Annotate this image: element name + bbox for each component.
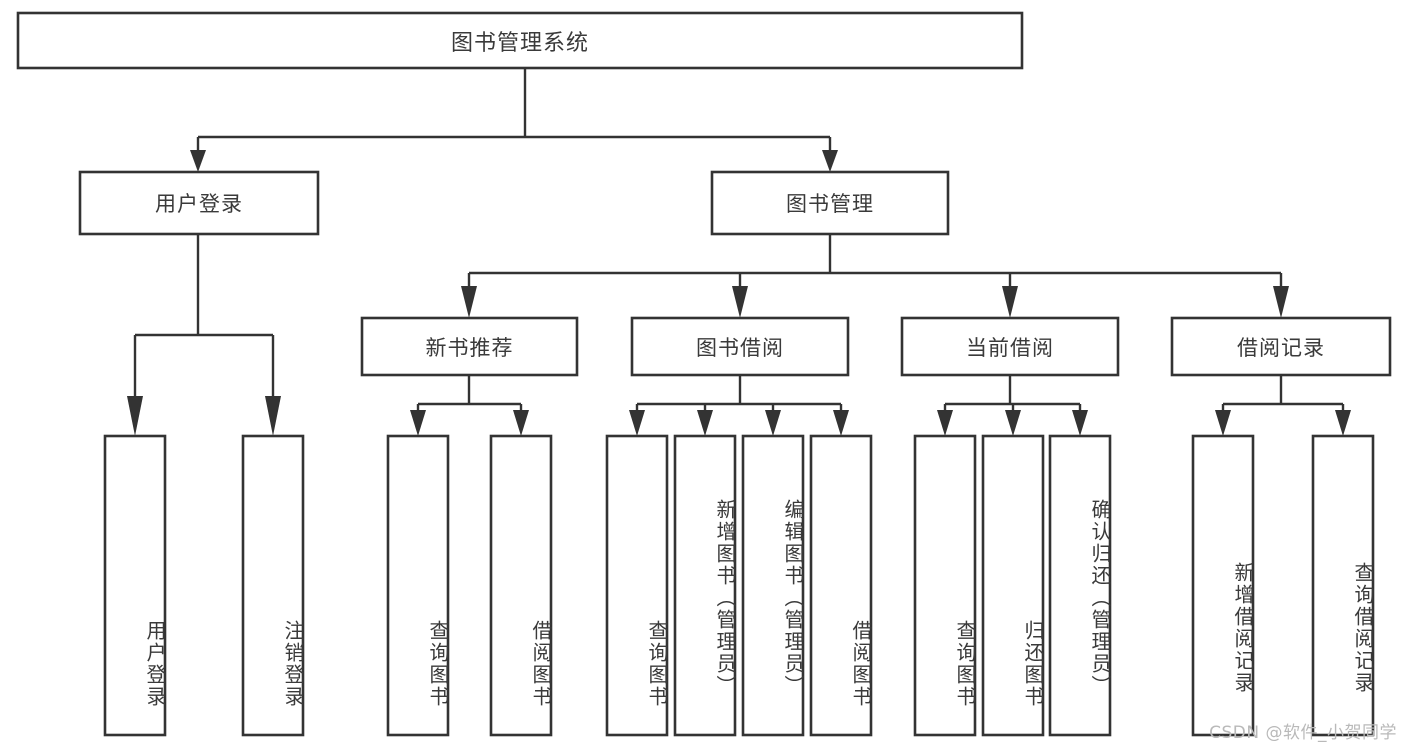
node-current-borrow-box[interactable]	[900, 316, 1120, 377]
arrow-to-leaf-logout-login	[265, 396, 281, 436]
connector-group-borrow-record	[1215, 375, 1351, 436]
node-borrow-record-box[interactable]	[1170, 316, 1392, 377]
leaf-borrow-book-2-box[interactable]	[809, 434, 873, 737]
node-user-login-box[interactable]	[78, 170, 320, 236]
node-book-manage-box[interactable]	[710, 170, 950, 236]
arrow-to-new-book-recommend	[461, 286, 477, 318]
arrow-to-leaf-return-book	[1005, 410, 1021, 436]
connector-group-user-login	[127, 234, 281, 436]
arrow-to-borrow-record	[1273, 286, 1289, 318]
arrow-to-leaf-confirm-return	[1072, 410, 1088, 436]
arrow-to-leaf-add-book	[697, 410, 713, 436]
leaf-add-record-box[interactable]	[1191, 434, 1255, 737]
arrow-to-leaf-query-book-3	[937, 410, 953, 436]
leaf-confirm-return-box[interactable]	[1048, 434, 1112, 737]
connector-group-book-borrow	[629, 375, 849, 436]
leaf-query-book-2-box[interactable]	[605, 434, 669, 737]
leaf-return-book-box[interactable]	[981, 434, 1045, 737]
arrow-to-current-borrow	[1002, 286, 1018, 318]
arrow-root-to-user-login	[190, 150, 206, 172]
arrow-to-leaf-borrow-book-1	[513, 410, 529, 436]
node-new-book-recommend-box[interactable]	[360, 316, 579, 377]
leaf-borrow-book-1-box[interactable]	[489, 434, 553, 737]
leaf-query-book-3-box[interactable]	[913, 434, 977, 737]
connector-group-book-manage	[461, 234, 1289, 318]
arrow-to-book-borrow	[732, 286, 748, 318]
arrow-to-leaf-query-book-2	[629, 410, 645, 436]
node-root-box[interactable]	[16, 11, 1024, 70]
csdn-watermark: CSDN @软件_小贺同学	[1209, 723, 1397, 743]
leaf-add-book-box[interactable]	[673, 434, 737, 737]
node-book-borrow-box[interactable]	[630, 316, 850, 377]
connector-group-root	[190, 68, 838, 172]
leaf-query-book-1-box[interactable]	[386, 434, 450, 737]
leaf-user-login-box[interactable]	[103, 434, 167, 737]
arrow-to-leaf-add-record	[1215, 410, 1231, 436]
arrow-to-leaf-user-login	[127, 396, 143, 436]
arrow-to-leaf-query-book-1	[410, 410, 426, 436]
leaf-logout-login-box[interactable]	[241, 434, 305, 737]
leaf-query-record-box[interactable]	[1311, 434, 1375, 737]
leaf-edit-book-box[interactable]	[741, 434, 805, 737]
arrow-to-leaf-borrow-book-2	[833, 410, 849, 436]
connector-group-new-book-recommend	[410, 375, 529, 436]
arrow-to-leaf-query-record	[1335, 410, 1351, 436]
connector-group-current-borrow	[937, 375, 1088, 436]
arrow-root-to-book-manage	[822, 150, 838, 172]
arrow-to-leaf-edit-book	[765, 410, 781, 436]
